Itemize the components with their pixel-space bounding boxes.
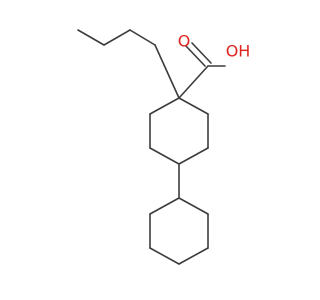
bond-butyl-2	[103, 29, 131, 46]
bond-butyl-3	[129, 29, 156, 46]
bond-c-double-o-b	[191, 42, 212, 64]
bond-ring2-3	[178, 247, 209, 265]
bond-c-double-o-a	[185, 45, 206, 67]
bond-butyl-1	[77, 29, 105, 46]
cyclohexane-ring-lower	[149, 197, 209, 265]
bond-c-carboxyl	[178, 65, 209, 99]
cyclohexane-ring-upper	[149, 97, 209, 165]
bond-ring2-6	[149, 197, 180, 215]
oxygen-carbonyl-label: O	[178, 32, 191, 51]
bond-ring2-1	[178, 197, 209, 215]
bond-ring1-6	[149, 97, 180, 115]
carboxylic-acid-group: O OH	[178, 32, 251, 99]
bond-ring1-3	[178, 147, 209, 165]
bond-butyl-4	[154, 44, 180, 99]
bond-ring1-4	[149, 147, 180, 165]
bond-ring1-1	[178, 97, 209, 115]
butyl-chain	[77, 29, 180, 99]
molecule-structure: O OH	[77, 29, 251, 265]
bond-ring2-4	[149, 247, 180, 265]
hydroxyl-label: OH	[226, 42, 251, 61]
